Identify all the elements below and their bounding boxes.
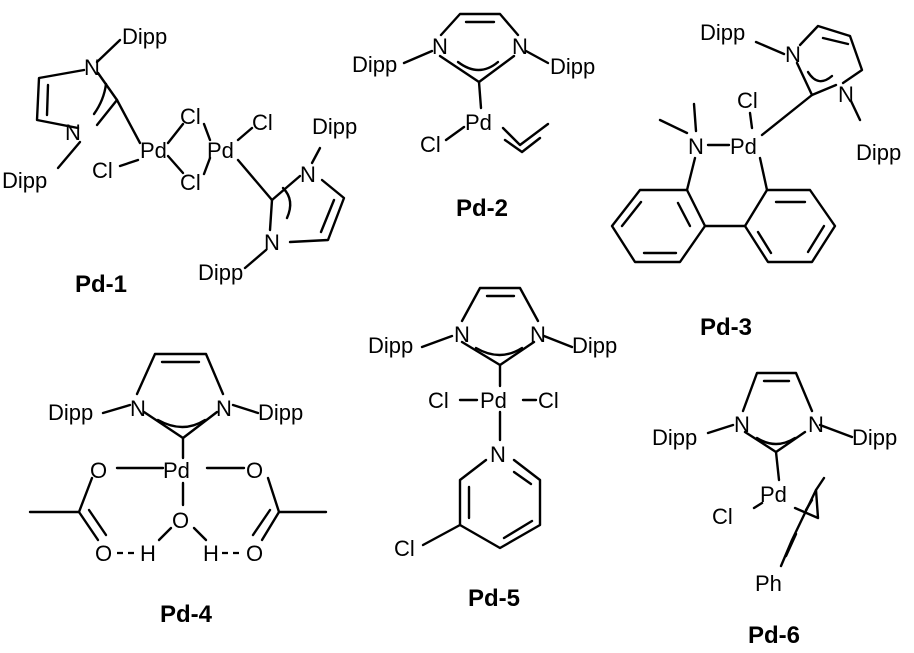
pd6-atom-dipp: Dipp xyxy=(852,425,897,450)
pd1-label: Pd-1 xyxy=(75,271,127,298)
pd3-atom-n: N xyxy=(688,134,704,159)
pd1-atom-dipp: Dipp xyxy=(122,24,167,49)
pd4-atom-n: N xyxy=(216,396,232,421)
pd4-atom-o: O xyxy=(95,541,112,566)
pd1-atom-cl: Cl xyxy=(252,110,273,135)
pd5-structure: N N Dipp Dipp Pd Cl Cl N Cl Pd-5 xyxy=(368,286,617,612)
pd2-atom-dipp: Dipp xyxy=(352,52,397,77)
pd3-structure: N Dipp N Dipp Cl Pd N Pd-3 xyxy=(610,20,901,341)
pd5-atom-n: N xyxy=(454,322,470,347)
pd2-atom-n: N xyxy=(432,34,448,59)
pd6-structure: N N Dipp Dipp Pd Cl Ph Pd-6 xyxy=(652,371,897,649)
pd4-atom-o: O xyxy=(172,508,189,533)
pd5-atom-cl: Cl xyxy=(394,536,415,561)
pd6-atom-pd: Pd xyxy=(760,482,787,507)
pd3-label: Pd-3 xyxy=(700,314,752,341)
pd6-atom-dipp: Dipp xyxy=(652,425,697,450)
pd4-atom-dipp: Dipp xyxy=(258,400,303,425)
pd4-label: Pd-4 xyxy=(160,601,213,628)
pd4-atom-o: O xyxy=(246,541,263,566)
pd1-atom-dipp: Dipp xyxy=(2,168,47,193)
pd2-label: Pd-2 xyxy=(456,195,508,222)
pd1-atom-cl: Cl xyxy=(92,158,113,183)
pd4-atom-dipp: Dipp xyxy=(48,400,93,425)
pd3-atom-n: N xyxy=(838,82,854,107)
pd5-label: Pd-5 xyxy=(468,585,520,612)
pd3-atom-dipp: Dipp xyxy=(700,20,745,45)
pd1-atom-dipp: Dipp xyxy=(198,260,243,285)
pd4-atom-o: O xyxy=(90,458,107,483)
pd3-atom-n: N xyxy=(785,42,801,67)
pd1-atom-pd: Pd xyxy=(140,138,167,163)
pd5-atom-dipp: Dipp xyxy=(368,333,413,358)
pd2-atom-n: N xyxy=(512,34,528,59)
pd2-atom-pd: Pd xyxy=(465,110,492,135)
pd6-atom-n: N xyxy=(734,412,750,437)
pd5-atom-n: N xyxy=(490,442,506,467)
pd5-atom-n: N xyxy=(530,322,546,347)
pd1-structure: N Dipp N Dipp Pd Cl Cl Cl Pd Cl N Dipp N… xyxy=(2,24,357,298)
pd6-atom-ph: Ph xyxy=(755,571,782,596)
pd4-structure: N N Dipp Dipp Pd O O O O H H O Pd-4 xyxy=(28,352,328,628)
pd5-atom-pd: Pd xyxy=(480,388,507,413)
pd4-atom-pd: Pd xyxy=(163,458,190,483)
pd3-atom-cl: Cl xyxy=(737,88,758,113)
pd1-atom-n: N xyxy=(84,55,100,80)
pd4-atom-o: O xyxy=(246,458,263,483)
pd4-atom-n: N xyxy=(130,396,146,421)
pd1-atom-n: N xyxy=(65,120,81,145)
pd3-atom-dipp: Dipp xyxy=(856,140,901,165)
pd5-atom-dipp: Dipp xyxy=(572,333,617,358)
pd1-atom-dipp: Dipp xyxy=(312,114,357,139)
pd4-atom-h: H xyxy=(140,541,156,566)
pd1-atom-cl: Cl xyxy=(180,104,201,129)
pd1-atom-n: N xyxy=(264,230,280,255)
pd1-atom-n: N xyxy=(300,162,316,187)
pd5-atom-cl: Cl xyxy=(428,388,449,413)
pd6-atom-cl: Cl xyxy=(712,504,733,529)
pd6-atom-n: N xyxy=(808,412,824,437)
pd2-structure: N N Dipp Dipp Pd Cl Pd-2 xyxy=(352,12,595,222)
pd1-atom-cl: Cl xyxy=(180,170,201,195)
pd5-atom-cl: Cl xyxy=(538,388,559,413)
pd3-atom-pd: Pd xyxy=(730,134,757,159)
pd4-atom-h: H xyxy=(203,541,219,566)
pd2-atom-dipp: Dipp xyxy=(550,54,595,79)
pd2-atom-cl: Cl xyxy=(420,132,441,157)
pd6-label: Pd-6 xyxy=(748,622,800,649)
pd1-atom-pd: Pd xyxy=(207,138,234,163)
